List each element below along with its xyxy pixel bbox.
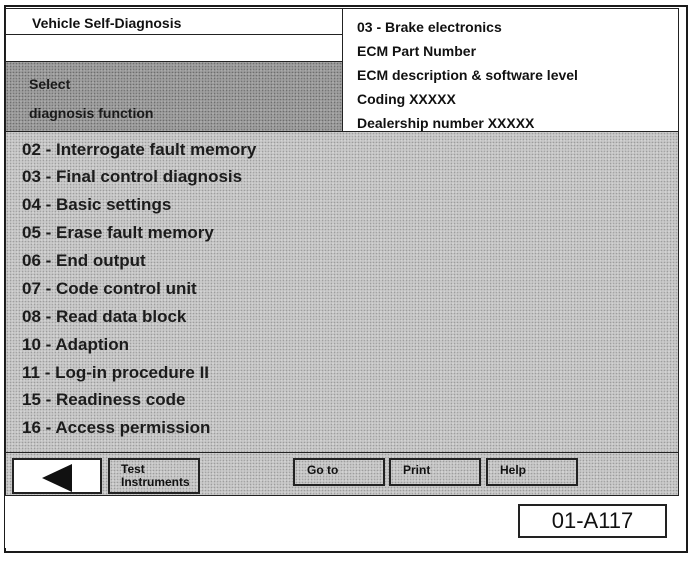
menu-item-erase-fault-memory[interactable]: 05 - Erase fault memory [22, 223, 214, 242]
menu-item-basic-settings[interactable]: 04 - Basic settings [22, 195, 172, 214]
menu-item-interrogate-fault-memory[interactable]: 02 - Interrogate fault memory [22, 140, 257, 159]
menu-item-readiness-code[interactable]: 15 - Readiness code [22, 390, 186, 409]
toolbar: Test Instruments Go to Print Help [5, 452, 679, 496]
left-arrow-icon [42, 464, 72, 492]
menu-item-adaption[interactable]: 10 - Adaption [22, 335, 130, 354]
test-label: Test [121, 462, 145, 476]
menu-item-code-control-unit[interactable]: 07 - Code control unit [22, 279, 197, 298]
print-button[interactable]: Print [389, 458, 481, 486]
module-name: 03 - Brake electronics [357, 19, 502, 35]
help-label: Help [500, 463, 527, 477]
figure-code: 01-A117 [518, 504, 667, 538]
instruments-label: Instruments [121, 475, 190, 489]
ecm-part-number: ECM Part Number [357, 43, 477, 59]
menu-item-log-in-procedure[interactable]: 11 - Log-in procedure II [22, 363, 210, 382]
go-to-label: Go to [307, 463, 339, 477]
coding-value: Coding XXXXX [357, 91, 456, 107]
select-label: Select [29, 76, 71, 92]
screen-title: Vehicle Self-Diagnosis [5, 8, 343, 35]
dealership-number: Dealership number XXXXX [357, 115, 535, 131]
print-label: Print [403, 463, 431, 477]
footer: 01-A117 [5, 496, 679, 548]
title-spacer [5, 35, 343, 62]
help-button[interactable]: Help [486, 458, 578, 486]
select-function-panel: Select diagnosis function [5, 62, 343, 132]
go-to-button[interactable]: Go to [293, 458, 385, 486]
ecm-description: ECM description & software level [357, 67, 578, 83]
menu-item-final-control-diagnosis[interactable]: 03 - Final control diagnosis [22, 167, 243, 186]
menu-item-end-output[interactable]: 06 - End output [22, 251, 146, 270]
test-instruments-button[interactable]: Test Instruments [108, 458, 200, 494]
back-button[interactable] [12, 458, 102, 494]
function-menu: 02 - Interrogate fault memory 03 - Final… [5, 132, 679, 452]
menu-item-read-data-block[interactable]: 08 - Read data block [22, 307, 187, 326]
control-module-info: 03 - Brake electronics ECM Part Number E… [343, 8, 679, 132]
menu-item-access-permission[interactable]: 16 - Access permission [22, 418, 211, 437]
diagnosis-function-label: diagnosis function [29, 105, 154, 121]
